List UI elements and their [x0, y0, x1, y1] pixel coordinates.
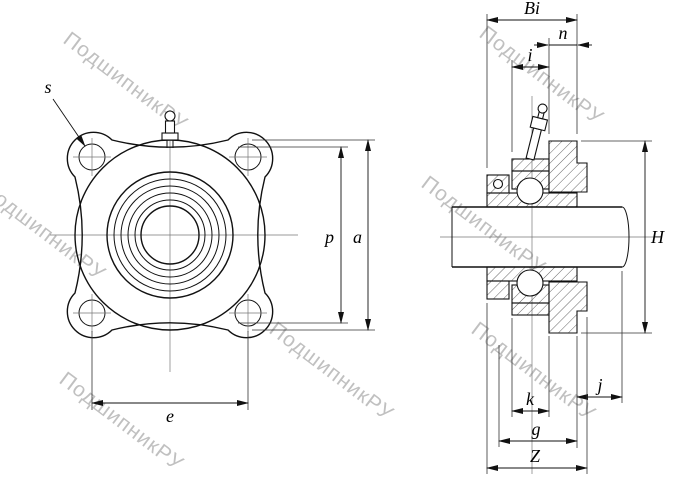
front-view: s p a e [44, 77, 375, 426]
dimension-s: s [44, 77, 86, 147]
dimension-Z: Z [486, 303, 588, 474]
cartridge-bottom-section [511, 302, 550, 316]
dim-label-p: p [323, 227, 334, 247]
grease-fitting-front-icon [161, 110, 179, 148]
dim-label-g: g [532, 419, 541, 439]
watermark-text: ПодшипникРУ [0, 178, 110, 286]
front-centerlines [50, 110, 298, 372]
flange-contour [66, 131, 274, 339]
dim-label-n: n [559, 23, 568, 43]
bolt-holes [73, 138, 267, 332]
dim-label-i: i [527, 45, 532, 65]
bore-circles [106, 171, 234, 299]
section-view: Bi n i H j [440, 0, 665, 474]
dimension-H: H [581, 140, 665, 334]
dimension-i: i [511, 45, 550, 152]
dim-label-H: H [650, 227, 665, 247]
bearing-ball-bottom [516, 269, 544, 297]
dim-label-Z: Z [530, 446, 541, 466]
dim-label-k: k [526, 389, 535, 409]
dimension-k: k [511, 318, 550, 417]
dim-label-Bi: Bi [524, 0, 540, 18]
watermark-text: ПодшипникРУ [265, 318, 398, 426]
dim-label-a: a [353, 227, 362, 247]
dim-label-s: s [44, 77, 51, 97]
cartridge-top-section [511, 158, 550, 172]
flange-plate-top-section [548, 140, 588, 193]
dim-label-e: e [166, 406, 174, 426]
shaft [451, 206, 630, 268]
bearing-ball-top [516, 177, 544, 205]
dimension-j: j [576, 271, 623, 448]
grease-fitting-icon [525, 103, 549, 161]
set-screw [492, 178, 504, 190]
locking-collar-bottom [486, 280, 510, 300]
dimension-e: e [91, 331, 249, 426]
dim-label-j: j [595, 375, 602, 395]
dimension-n: n [534, 23, 592, 134]
dimension-Bi: Bi [486, 0, 578, 168]
watermark-layer: ПодшипникРУ ПодшипникРУ ПодшипникРУ Подш… [0, 22, 608, 476]
dimension-a: a [252, 139, 375, 331]
flange-plate-bottom-section [548, 281, 588, 334]
dimension-g: g [498, 345, 578, 447]
dimension-p: p [238, 146, 348, 324]
